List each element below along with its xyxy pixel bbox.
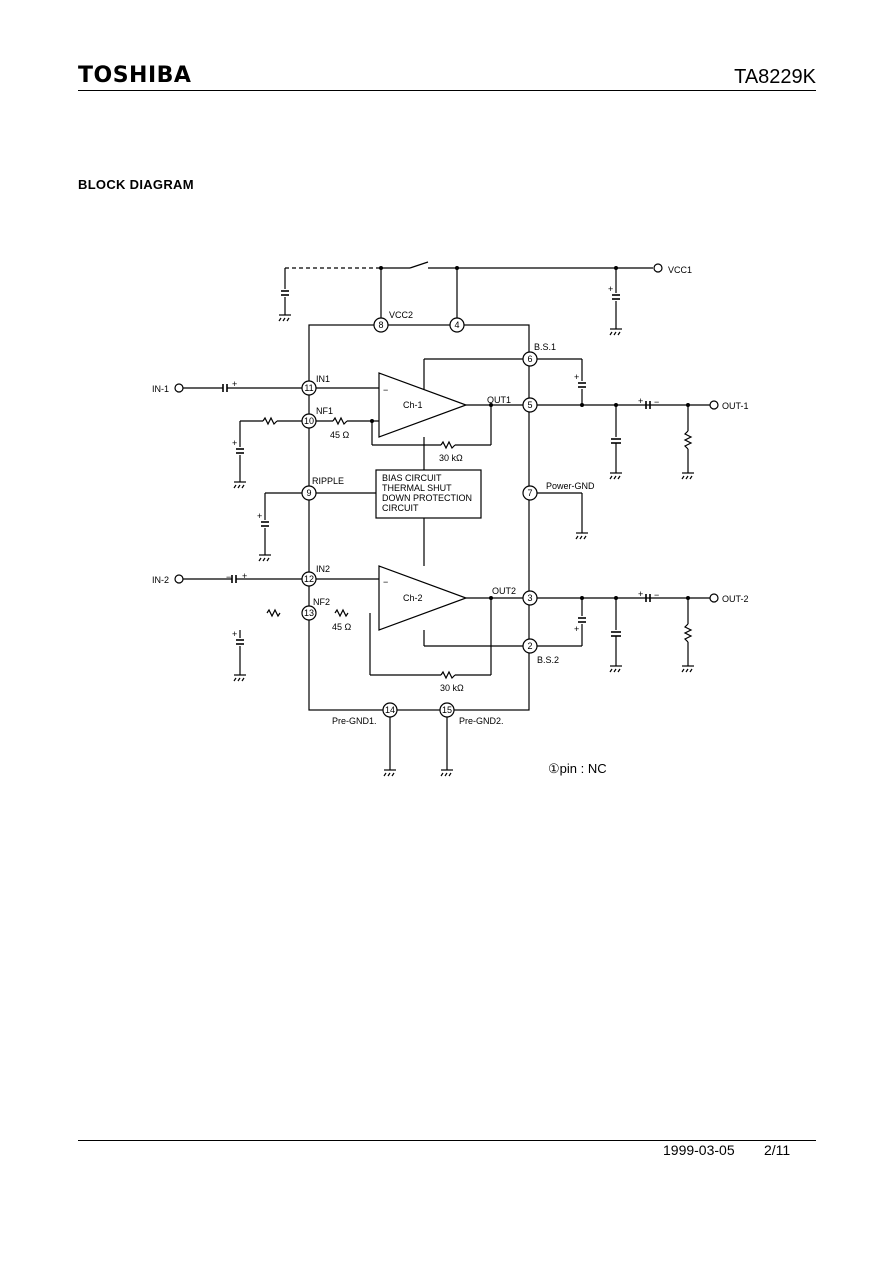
pin-6: 6 — [527, 354, 532, 364]
r30k-ch1: 30 kΩ — [439, 453, 463, 463]
r30k-ch2: 30 kΩ — [440, 683, 464, 693]
pre-gnd2-label: Pre-GND2. — [459, 716, 504, 726]
plus-in2: + — [242, 571, 247, 581]
minus-out1: − — [654, 397, 659, 407]
in1-pin-label: IN1 — [316, 374, 330, 384]
vcc1-label: VCC1 — [668, 265, 692, 275]
in1-terminal-label: IN-1 — [152, 384, 169, 394]
out2-terminal — [709, 593, 719, 603]
out2-pin-label: OUT2 — [492, 586, 516, 596]
r45-ch1: 45 Ω — [330, 430, 350, 440]
pin-8: 8 — [378, 320, 383, 330]
amplifier-ch2 — [378, 565, 468, 631]
ripple-label: RIPPLE — [312, 476, 344, 486]
minus-in2: − — [226, 572, 231, 582]
part-number: TA8229K — [734, 66, 816, 88]
brand-logo: TOSHIBA — [78, 63, 192, 88]
out1-pin-label: OUT1 — [487, 395, 511, 405]
vcc2-label: VCC2 — [389, 310, 413, 320]
supply-switch — [409, 261, 429, 269]
footer-date: 1999-03-05 — [663, 1142, 735, 1158]
pin-2: 2 — [527, 641, 532, 651]
in2-terminal-label: IN-2 — [152, 575, 169, 585]
pin-9: 9 — [306, 488, 311, 498]
pin-5: 5 — [527, 400, 532, 410]
footer-rule — [78, 1140, 816, 1141]
pin-12: 12 — [304, 574, 314, 584]
nc-note: ①pin : NC — [548, 761, 607, 776]
vcc1-terminal — [653, 263, 663, 273]
ground-symbols — [233, 314, 694, 777]
plus-out1: + — [638, 396, 643, 406]
bias-line-1: BIAS CIRCUIT — [382, 473, 442, 483]
out2-terminal-label: OUT-2 — [722, 594, 749, 604]
ch1-label: Ch-1 — [403, 400, 423, 410]
ch2-minus: − — [383, 577, 388, 587]
plus-nf2: + — [232, 629, 237, 639]
out1-terminal-label: OUT-1 — [722, 401, 749, 411]
pre-gnd1-label: Pre-GND1. — [332, 716, 377, 726]
bias-line-4: CIRCUIT — [382, 503, 419, 513]
in2-terminal — [174, 574, 184, 584]
power-gnd-label: Power-GND — [546, 481, 595, 491]
pin-15: 15 — [442, 705, 452, 715]
plus-bs2: + — [574, 624, 579, 634]
pin-3: 3 — [527, 593, 532, 603]
bs1-label: B.S.1 — [534, 342, 556, 352]
pin-4: 4 — [454, 320, 459, 330]
bias-circuit-block — [375, 469, 482, 519]
pin-11: 11 — [304, 383, 313, 393]
r45-ch2: 45 Ω — [332, 622, 352, 632]
footer-page-number: 2/11 — [764, 1142, 791, 1158]
out1-terminal — [709, 400, 719, 410]
plus-bs1: + — [574, 372, 579, 382]
pin-7: 7 — [527, 488, 532, 498]
plus-ripple: + — [257, 511, 262, 521]
amplifier-ch1 — [378, 372, 468, 438]
bias-line-3: DOWN PROTECTION — [382, 493, 472, 503]
pin-14: 14 — [385, 705, 395, 715]
in1-terminal — [174, 383, 184, 393]
plus-in1: + — [232, 379, 237, 389]
plus-out2: + — [638, 589, 643, 599]
nf1-label: NF1 — [316, 406, 333, 416]
minus-out2: − — [654, 590, 659, 600]
pin-13: 13 — [304, 608, 314, 618]
bias-line-2: THERMAL SHUT — [382, 483, 452, 493]
ch2-label: Ch-2 — [403, 593, 423, 603]
header-rule — [78, 90, 816, 91]
ch1-minus: − — [383, 385, 388, 395]
bs2-label: B.S.2 — [537, 655, 559, 665]
pin-10: 10 — [304, 416, 314, 426]
in2-pin-label: IN2 — [316, 564, 330, 574]
plus-nf1: + — [232, 438, 237, 448]
section-title: BLOCK DIAGRAM — [78, 177, 194, 192]
nf2-label: NF2 — [313, 597, 330, 607]
plus-vcc: + — [608, 284, 613, 294]
ic-outline — [308, 324, 530, 711]
